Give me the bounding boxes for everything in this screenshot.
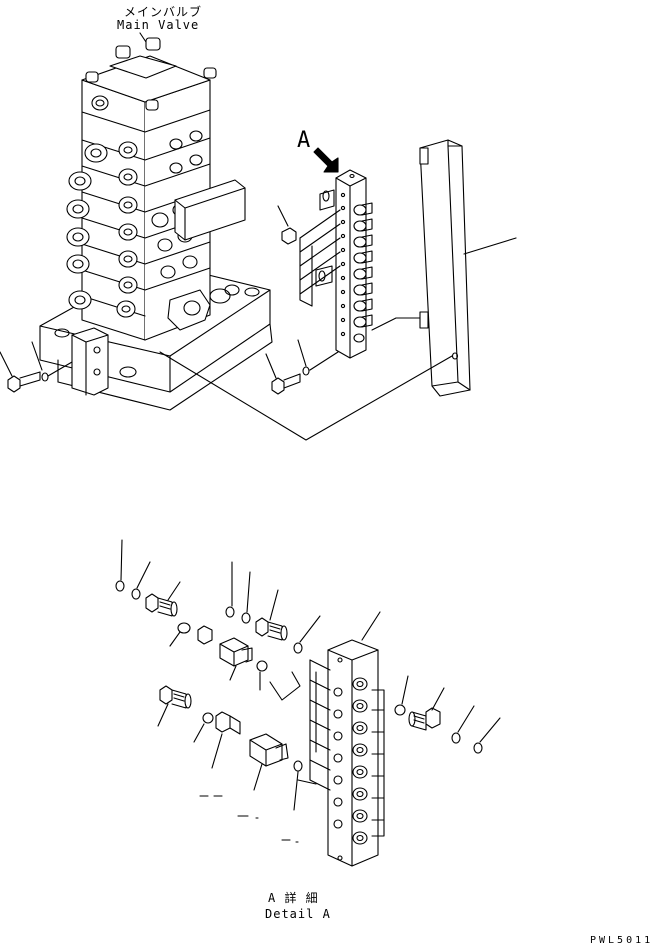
detail-a-label-en: Detail A: [265, 907, 331, 921]
main-valve-label-en: Main Valve: [117, 18, 200, 32]
detail-a: [116, 540, 500, 866]
detail-a-label-jp: A 詳 細: [268, 891, 319, 905]
block-top: [278, 170, 372, 358]
bolt-middle: [266, 340, 338, 394]
mount-plate: [372, 140, 516, 396]
bracket-left: [72, 328, 108, 395]
assembly-leader: [160, 352, 452, 440]
view-a-label: A: [297, 128, 311, 153]
drawing-code: PWL5011: [590, 935, 654, 946]
view-a-arrow: [314, 148, 338, 172]
main-valve-label-jp: メインバルブ: [124, 5, 203, 19]
main-valve: [40, 33, 272, 410]
bolt-left: [0, 342, 72, 392]
